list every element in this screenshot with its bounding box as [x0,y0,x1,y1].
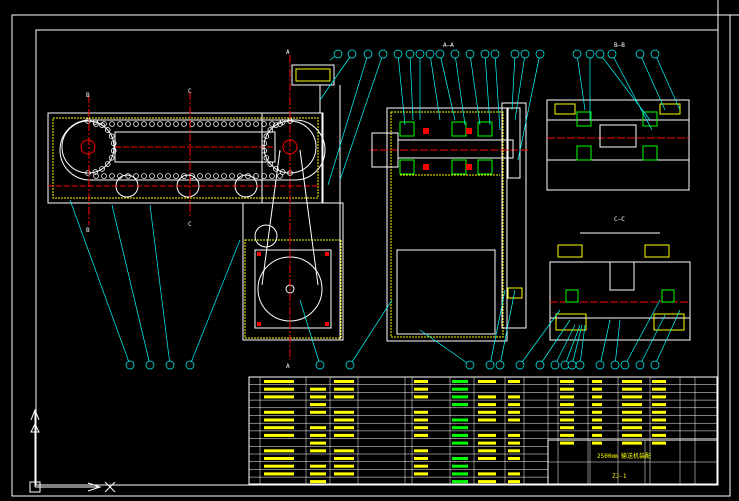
title-block [547,439,718,485]
section-view-bb [546,99,690,191]
drawing-frame [35,29,719,486]
main-view [47,55,344,360]
section-title-aa: A—A [443,42,454,49]
ucs-icon [29,408,116,493]
section-label-a-bottom: A [286,363,290,370]
section-label-c-top: C [188,88,192,95]
section-label-b-top: B [86,92,90,99]
section-label-b-bottom: B [86,227,90,234]
section-title-cc: C—C [614,216,625,223]
cursor-crosshair [700,0,739,30]
outer-border [11,14,731,497]
leader-lines [69,49,681,370]
parts-list-table [248,376,718,485]
section-view-aa [370,102,530,342]
drawing-number: ZJ-1 [612,473,627,480]
section-title-bb: B—B [614,42,625,49]
section-label-a-top: A [286,49,290,56]
section-label-c-bottom: C [188,221,192,228]
section-view-cc [549,232,691,341]
drawing-name: 2500㎜ 输送机装配 [597,452,651,460]
